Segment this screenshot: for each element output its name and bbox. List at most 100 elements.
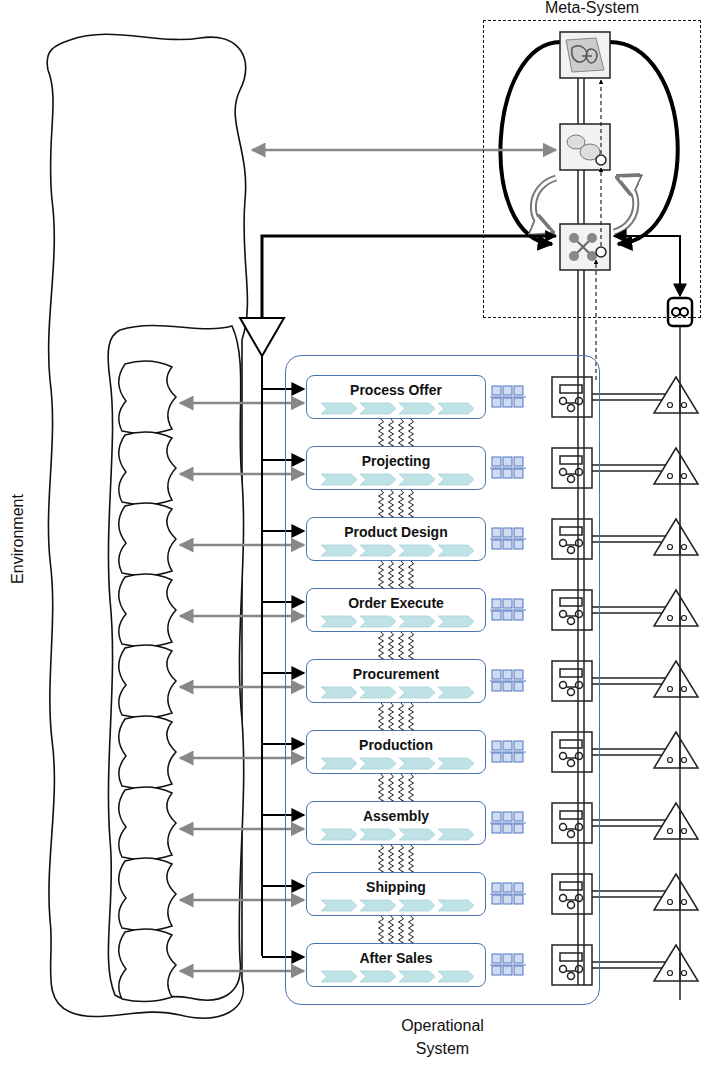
process-name: Procurement xyxy=(307,660,485,682)
environment-segment xyxy=(119,787,176,859)
management-icon xyxy=(560,540,567,547)
management-icon xyxy=(566,899,576,901)
environment-arrow xyxy=(252,149,556,152)
grid-line xyxy=(490,397,526,398)
region-heading: Meta-System xyxy=(484,0,700,17)
chevron xyxy=(399,829,435,840)
grid-cell xyxy=(514,670,523,679)
chevron xyxy=(321,687,357,698)
process-name: Assembly xyxy=(307,802,485,824)
management-box xyxy=(552,874,592,914)
layout-shape xyxy=(614,178,636,232)
management-icon xyxy=(568,547,575,554)
management-icon xyxy=(576,398,583,405)
chevron xyxy=(360,687,396,698)
management-icon xyxy=(566,828,576,830)
grid-cell xyxy=(492,741,501,750)
management-box xyxy=(552,661,592,701)
grid-cell xyxy=(492,753,501,762)
process-box: Process Offer xyxy=(306,375,486,419)
grid-cell xyxy=(514,966,523,975)
coordination-dot xyxy=(682,758,687,763)
management-icon xyxy=(560,611,567,618)
chevron xyxy=(360,971,396,982)
interaction-squiggle xyxy=(379,916,414,943)
process-name: Shipping xyxy=(307,873,485,895)
chevron xyxy=(321,971,357,982)
management-icon xyxy=(576,682,583,689)
management-icon xyxy=(566,473,576,475)
coordination-dot xyxy=(682,403,687,408)
management-icon xyxy=(560,824,567,831)
grid-cell xyxy=(492,469,501,478)
coordination-line xyxy=(592,464,666,466)
policy-icon xyxy=(560,32,610,78)
grid-cell xyxy=(514,398,523,407)
grid-cell xyxy=(514,611,523,620)
layout-shape xyxy=(596,155,606,165)
management-icon xyxy=(560,469,567,476)
grid-cell xyxy=(492,824,501,833)
coordination-line xyxy=(592,541,664,543)
process-box: Product Design xyxy=(306,517,486,561)
layout-shape xyxy=(595,260,596,380)
grid-cell xyxy=(514,824,523,833)
grid-line xyxy=(490,823,526,824)
coordination-dot xyxy=(682,829,687,834)
grid-cell xyxy=(503,540,512,549)
management-icon xyxy=(568,902,575,909)
management-icon xyxy=(568,618,575,625)
s3-star-line xyxy=(679,326,681,1000)
monitoring-icon xyxy=(668,298,692,326)
coordination-dot xyxy=(668,900,673,905)
chevron xyxy=(321,900,357,911)
chevron xyxy=(399,403,435,414)
grid-cell xyxy=(514,540,523,549)
management-icon xyxy=(576,469,583,476)
process-box: Projecting xyxy=(306,446,486,490)
coordination-line xyxy=(592,896,664,898)
grid-line xyxy=(490,468,526,469)
coordination-line xyxy=(592,677,666,679)
coordination-triangle xyxy=(654,874,698,910)
management-icon xyxy=(568,476,575,483)
coordination-dot xyxy=(682,971,687,976)
process-name: Order Execute xyxy=(307,589,485,611)
layout-shape xyxy=(47,34,247,1018)
intelligence-icon xyxy=(560,124,610,170)
interaction-squiggle xyxy=(379,419,414,446)
chevron xyxy=(438,829,474,840)
coordination-line xyxy=(592,961,666,963)
command-channel xyxy=(578,78,584,985)
layout-shape xyxy=(560,124,610,170)
command-arrow xyxy=(262,459,304,461)
layout-shape xyxy=(600,80,601,154)
grid-line xyxy=(490,681,526,682)
grid-cell xyxy=(503,753,512,762)
grid-cell xyxy=(503,895,512,904)
process-name: Product Design xyxy=(307,518,485,540)
management-icon xyxy=(576,824,583,831)
grid-line xyxy=(490,752,526,753)
coordination-triangle xyxy=(654,661,698,697)
grid-cell xyxy=(492,682,501,691)
coordination-dot xyxy=(668,474,673,479)
grid-cell xyxy=(514,883,523,892)
grid-cell xyxy=(503,386,512,395)
management-icon xyxy=(560,753,567,760)
management-icon xyxy=(560,398,567,405)
coordination-dot xyxy=(668,687,673,692)
grid-cell xyxy=(514,954,523,963)
layout-shape xyxy=(608,42,678,244)
command-arrow xyxy=(262,601,304,603)
grid-cell xyxy=(492,611,501,620)
layout-shape xyxy=(600,168,601,246)
coordination-dot xyxy=(668,616,673,621)
coordination-dot xyxy=(682,900,687,905)
grid-cell xyxy=(492,812,501,821)
grid-cell xyxy=(503,611,512,620)
coordination-triangle xyxy=(654,945,698,981)
management-icon xyxy=(560,682,567,689)
command-arrow xyxy=(262,956,304,958)
